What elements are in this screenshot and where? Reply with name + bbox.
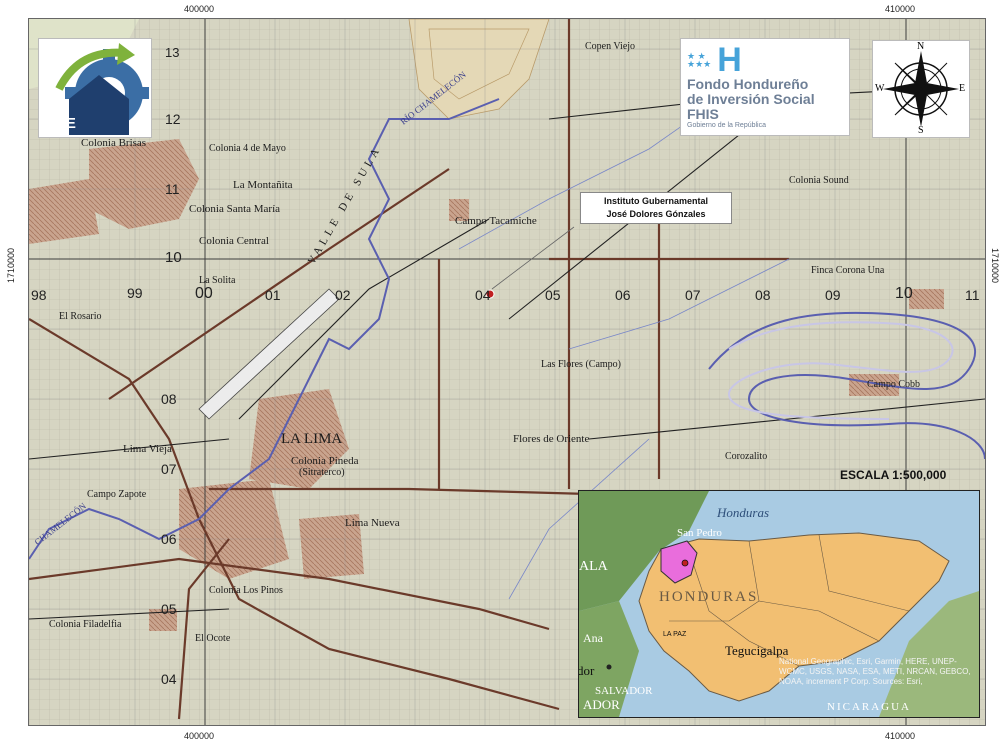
place-label: Flores de Oriente	[513, 433, 590, 445]
grid-label: 00	[195, 285, 213, 302]
place-label: Corozalito	[725, 451, 768, 462]
locator-inset-map[interactable]: Honduras San Pedro HONDURAS Tegucigalpa …	[578, 490, 980, 718]
grid-label: 07	[685, 287, 701, 303]
inset-label: Tegucigalpa	[725, 643, 789, 658]
place-label: Colonia Central	[199, 235, 269, 247]
grid-label: 05	[545, 287, 561, 303]
grid-label: 04	[161, 671, 177, 687]
grid-labels: 98 99 00 01 02 04 05 06 07 08 09 10 11 1…	[29, 19, 985, 725]
grid-label: 11	[165, 181, 180, 197]
inset-label: LA PAZ	[663, 631, 687, 638]
inset-attribution: National Geographic, Esri, Garmin, HERE,…	[779, 657, 971, 686]
coord-bottom-left: 400000	[184, 731, 215, 741]
inset-label: ALA	[579, 559, 608, 574]
place-label: La Solita	[199, 275, 236, 286]
grid-label: 09	[825, 287, 841, 303]
pre-logo-text: PRE	[45, 115, 76, 132]
compass-n: N	[917, 41, 925, 52]
place-label: LA LIMA	[281, 431, 343, 447]
coord-top-right: 410000	[885, 4, 916, 14]
grid-label: 07	[161, 461, 177, 477]
inset-label: HONDURAS	[659, 589, 759, 605]
callout-line-2: José Dolores Gónzales	[606, 209, 706, 219]
coord-right-side: 1710000	[990, 248, 1000, 284]
map-scale: ESCALA 1:500,000	[840, 468, 947, 482]
place-label: CHAMELECÓN	[32, 500, 88, 548]
grid-label: 06	[615, 287, 631, 303]
coord-bottom-right: 410000	[885, 731, 916, 741]
place-label: Colonia Sound	[789, 175, 849, 186]
grid-label: 98	[31, 287, 47, 303]
fhis-line-1: Fondo Hondureño	[687, 76, 809, 92]
inset-label: dor	[578, 663, 595, 678]
coord-top-left: 400000	[184, 4, 215, 14]
grid-label: 13	[165, 45, 180, 60]
place-label: Copen Viejo	[585, 41, 636, 52]
grid-label: 99	[127, 285, 143, 301]
place-label: Campo Zapote	[87, 489, 147, 500]
north-arrow: N S E W	[872, 40, 970, 138]
grid-label: 08	[755, 287, 771, 303]
grid-label: 12	[165, 111, 181, 127]
pre-logo: PRE	[38, 38, 152, 138]
fhis-line-2: de Inversión Social	[687, 91, 815, 107]
grid-label: 04	[475, 287, 491, 303]
fhis-line-3: FHIS	[687, 106, 719, 122]
place-label: Colonia Pineda	[291, 455, 359, 467]
inset-canvas	[579, 491, 979, 717]
gear-house-icon	[55, 43, 149, 135]
place-label: La Montañita	[233, 179, 293, 191]
stars-icon: ★ ★★★★	[687, 51, 712, 69]
place-label: Colonia Filadelfia	[49, 619, 122, 630]
place-label: VALLE DE SULA	[305, 143, 384, 267]
grid-label: 06	[161, 531, 177, 547]
place-label: El Rosario	[59, 311, 102, 322]
fhis-line-4: Gobierno de la República	[687, 122, 766, 129]
fhis-logo: ★ ★★★★ H Fondo Hondureño de Inversión So…	[680, 38, 850, 136]
inset-label: ADOR	[583, 697, 620, 712]
grid-label: 08	[161, 391, 177, 407]
compass-e: E	[959, 83, 966, 94]
compass-rose-icon	[883, 51, 959, 127]
inset-label: SALVADOR	[595, 685, 653, 697]
grid-label: 11	[965, 287, 980, 303]
grid-label: 10	[165, 249, 182, 266]
callout-line-1: Instituto Gubernamental	[603, 196, 708, 206]
site-callout: Instituto Gubernamental José Dolores Gón…	[580, 192, 732, 224]
place-label: Las Flores (Campo)	[541, 359, 621, 370]
place-label: Colonia 4 de Mayo	[209, 143, 286, 154]
place-label: Lima Nueva	[345, 517, 400, 529]
place-labels: Colonia Brisas Colonia 4 de Mayo La Mont…	[29, 19, 985, 725]
grid-label: 05	[161, 601, 177, 617]
coord-left-side: 1710000	[6, 248, 16, 284]
place-label: El Ocote	[195, 633, 231, 644]
place-label: Lima Vieja	[123, 443, 172, 455]
fhis-h-icon: H	[717, 41, 742, 79]
grid-label: 02	[335, 287, 351, 303]
place-label: RÍO CHAMELECÓN	[398, 69, 468, 127]
place-label: Campo Cobb	[867, 379, 921, 390]
grid-label: 01	[265, 287, 281, 303]
compass-w: W	[875, 83, 885, 94]
place-label: Colonia Santa María	[189, 203, 281, 215]
place-label: Colonia Los Pinos	[209, 585, 283, 596]
inset-label: Honduras	[717, 505, 770, 520]
inset-label: San Pedro	[677, 527, 722, 539]
grid-label: 10	[895, 285, 913, 302]
inset-label: Ana	[583, 631, 603, 645]
compass-s: S	[918, 125, 924, 136]
place-label: Campo Tacamiche	[455, 215, 537, 227]
inset-label: NICARAGUA	[827, 701, 911, 713]
place-label: (Sitraterco)	[299, 467, 345, 478]
place-label: Colonia Brisas	[81, 137, 147, 149]
place-label: Finca Corona Una	[811, 265, 885, 276]
